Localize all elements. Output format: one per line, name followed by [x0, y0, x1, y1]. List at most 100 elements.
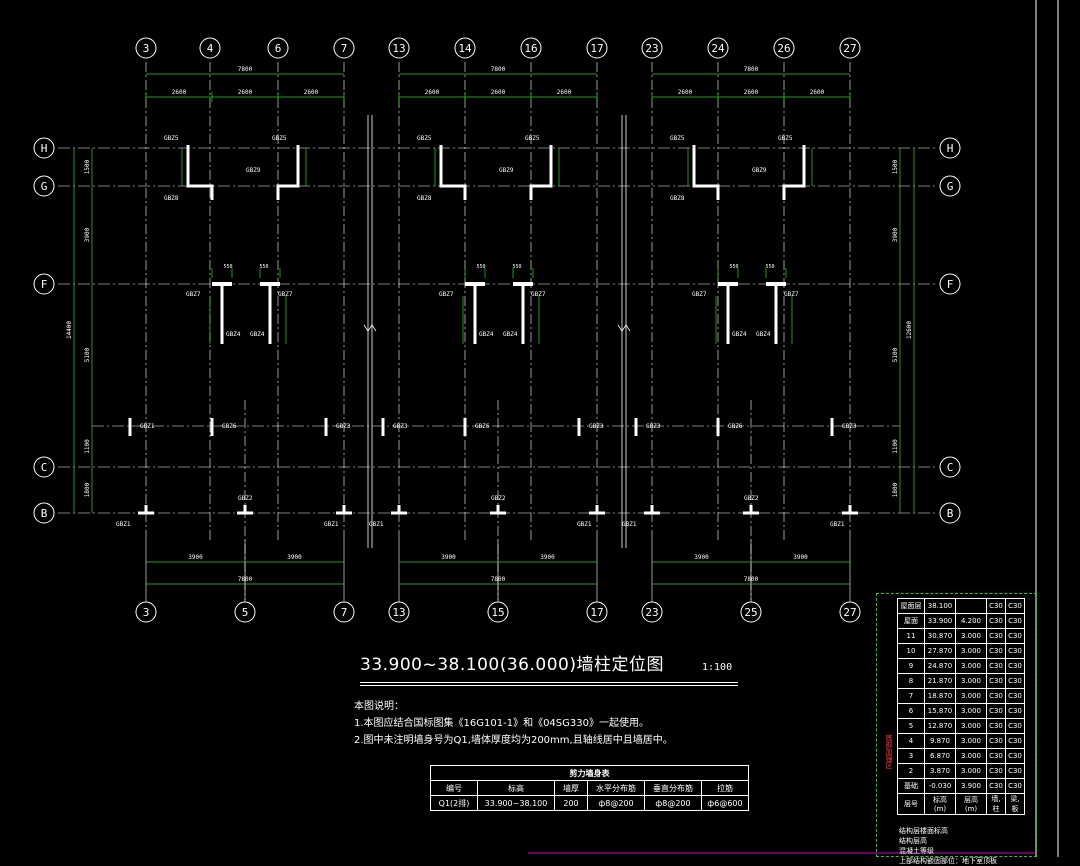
column-label: GBZ9 — [246, 167, 261, 174]
floor-table-cell: 梁,板 — [1005, 793, 1025, 815]
wall-table-cell: ф6@600 — [701, 795, 749, 811]
floor-table-cell: C30 — [1005, 763, 1025, 779]
floor-table-cell: 3.000 — [955, 763, 987, 779]
floor-table-cell: C30 — [986, 598, 1006, 614]
floor-table-cell: C30 — [986, 763, 1006, 779]
axis-label: 7 — [341, 606, 348, 619]
column-label: GBZ5 — [417, 135, 432, 142]
wall-table-header: 墙厚 — [554, 780, 588, 796]
axis-bubble — [773, 37, 795, 59]
axis-label: G — [947, 180, 954, 193]
notes-heading: 本图说明： — [354, 701, 404, 712]
axis-label: 3 — [143, 606, 150, 619]
column-label: GBZ7 — [186, 291, 201, 298]
column-label: GBZ3 — [393, 423, 408, 430]
floor-table-cell: 墙,柱 — [986, 793, 1006, 815]
floor-table-cell: C30 — [986, 688, 1006, 704]
axis-label: 17 — [590, 606, 603, 619]
column-label: GBZ2 — [744, 495, 759, 502]
dimension-text: 5100 — [84, 347, 91, 362]
floor-table-cell: 3.000 — [955, 748, 987, 764]
column-label: GBZ5 — [778, 135, 793, 142]
floor-table-cell: 8 — [897, 673, 925, 689]
axis-bubble — [135, 601, 157, 623]
column-label: GBZ4 — [503, 331, 518, 338]
axis-label: 16 — [524, 42, 537, 55]
floor-table-cell: C30 — [1005, 688, 1025, 704]
axis-bubble — [939, 175, 961, 197]
axis-bubble — [135, 37, 157, 59]
dimension-text: 2600 — [425, 89, 440, 96]
drawing-title-block: 33.900~38.100(36.000)墙柱定位图 1:100 — [360, 650, 740, 690]
floor-footer-2: 结构层高 — [899, 837, 927, 845]
column-label: GBZ1 — [622, 521, 637, 528]
note-1: 1.本图应结合国标图集《16G101-1》和《04SG330》一起使用。 — [354, 718, 649, 729]
floor-table-cell: 4 — [897, 733, 925, 749]
column-label: GBZ3 — [646, 423, 661, 430]
floor-table-cell: 10 — [897, 643, 925, 659]
axis-label: 5 — [242, 606, 249, 619]
reinforced-zone-label: 底部加强区 — [885, 734, 893, 769]
dimension-text: 2600 — [172, 89, 187, 96]
axis-bubble — [641, 37, 663, 59]
floor-table-cell: 屋面层 — [897, 598, 925, 614]
grid-lines — [58, 62, 938, 602]
column-label: GBZ4 — [226, 331, 241, 338]
wall-column-l — [782, 145, 806, 200]
axis-label: 27 — [843, 42, 856, 55]
axis-bubble — [939, 502, 961, 524]
dimension-text: 2600 — [304, 89, 319, 96]
column-label: GBZ5 — [272, 135, 287, 142]
axis-bubble — [33, 137, 55, 159]
floor-table-cell: 3.000 — [955, 733, 987, 749]
column-label: GBZ8 — [670, 195, 685, 202]
axis-label: H — [41, 142, 48, 155]
floor-footer-1: 结构层楼面标高 — [899, 827, 948, 835]
axis-label: 6 — [275, 42, 282, 55]
drawing-notes: 本图说明： 1.本图应结合国标图集《16G101-1》和《04SG330》一起使… — [354, 698, 673, 749]
axis-label: 24 — [711, 42, 725, 55]
floor-table-cell: C30 — [986, 703, 1006, 719]
dimension-text: 1800 — [892, 482, 899, 497]
floor-table-cell: C30 — [1005, 658, 1025, 674]
floor-table-cell: 5 — [897, 718, 925, 734]
dimension-text: 2600 — [810, 89, 825, 96]
floor-table-cell: C30 — [986, 628, 1006, 644]
floor-table-cell: C30 — [1005, 673, 1025, 689]
floor-table-cell: 21.870 — [924, 673, 956, 689]
dimension-text: 2600 — [557, 89, 572, 96]
column-label: GBZ1 — [140, 423, 155, 430]
dimension-text: 2600 — [678, 89, 693, 96]
column-label: GBZ6 — [475, 423, 490, 430]
dimension-text: 1500 — [892, 159, 899, 174]
floor-table-cell: C30 — [986, 613, 1006, 629]
floor-table-cell: C30 — [1005, 628, 1025, 644]
dimension-text: 2600 — [744, 89, 759, 96]
floor-table-cell: C30 — [986, 718, 1006, 734]
axis-label: B — [947, 507, 954, 520]
wall-table-header: 标高 — [477, 780, 555, 796]
note-2: 2.图中未注明墙身号为Q1,墙体厚度均为200mm,且轴线居中且墙居中。 — [354, 735, 673, 746]
axis-bubble — [333, 37, 355, 59]
axis-bubble — [454, 37, 476, 59]
column-label: GBZ7 — [531, 291, 546, 298]
column-label: GBZ7 — [439, 291, 454, 298]
wall-table-header: 水平分布筋 — [587, 780, 645, 796]
wall-table-cell: Q1(2排) — [430, 795, 478, 811]
axis-bubble — [33, 175, 55, 197]
wall-column-l — [439, 145, 467, 200]
floor-table-cell: 3.900 — [955, 778, 987, 794]
dimension-text: 3900 — [540, 554, 555, 561]
floor-table-cell: 27.870 — [924, 643, 956, 659]
floor-footer-3: 混凝土等级 — [899, 847, 934, 855]
floor-table-cell: 3.000 — [955, 658, 987, 674]
column-label: GBZ1 — [577, 521, 592, 528]
axis-bubble — [939, 456, 961, 478]
axis-bubble — [33, 456, 55, 478]
